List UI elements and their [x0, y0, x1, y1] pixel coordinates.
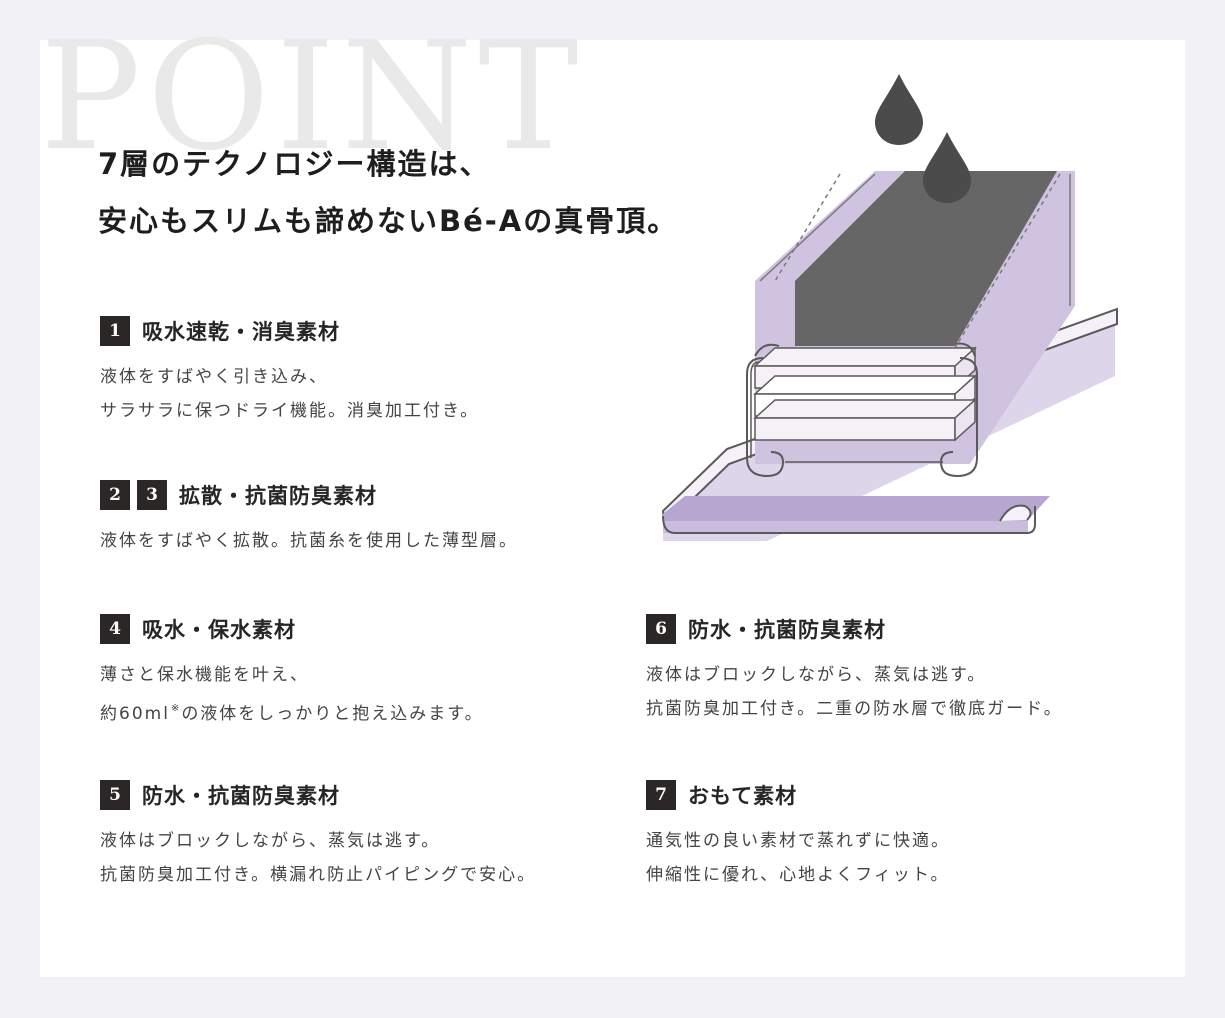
feature-description: 液体をすばやく拡散。抗菌糸を使用した薄型層。 [100, 531, 518, 551]
feature-title: おもて素材 [688, 784, 798, 808]
headline: 7層のテクノロジー構造は、 安心もスリムも諦めないBé-Aの真骨頂。 [98, 136, 678, 250]
point-watermark: POINT [40, 10, 585, 184]
feature-title: 吸水速乾・消臭素材 [142, 320, 340, 344]
feature-title: 防水・抗菌防臭素材 [142, 784, 340, 808]
footnote-mark: ※ [170, 703, 182, 714]
feature-title: 吸水・保水素材 [142, 618, 296, 642]
feature-4: 4 吸水・保水素材 薄さと保水機能を叶え、 約60ml※の液体をしっかりと抱え込… [100, 614, 484, 731]
number-badge: 7 [646, 780, 676, 810]
feature-description: 液体をすばやく引き込み、 サラサラに保つドライ機能。消臭加工付き。 [100, 367, 480, 421]
water-drop-icon [923, 132, 971, 203]
feature-description: 液体はブロックしながら、蒸気は逃す。 抗菌防臭加工付き。横漏れ防止パイピングで安… [100, 831, 537, 885]
feature-7: 7 おもて素材 通気性の良い素材で蒸れずに快適。 伸縮性に優れ、心地よくフィット… [646, 780, 950, 892]
number-badge: 5 [100, 780, 130, 810]
feature-title: 防水・抗菌防臭素材 [688, 618, 886, 642]
feature-6: 6 防水・抗菌防臭素材 液体はブロックしながら、蒸気は逃す。 抗菌防臭加工付き。… [646, 614, 1063, 726]
number-badge: 2 [100, 480, 130, 510]
number-badge: 1 [100, 316, 130, 346]
number-badge: 4 [100, 614, 130, 644]
stacked-layers [753, 346, 977, 442]
feature-description: 薄さと保水機能を叶え、 約60ml※の液体をしっかりと抱え込みます。 [100, 665, 484, 724]
bottom-piping [663, 496, 1050, 521]
feature-description: 通気性の良い素材で蒸れずに快適。 伸縮性に優れ、心地よくフィット。 [646, 831, 950, 885]
number-badge: 6 [646, 614, 676, 644]
feature-title: 拡散・抗菌防臭素材 [179, 484, 377, 508]
gray-top-layer [795, 171, 1057, 346]
feature-2-3: 2 3 拡散・抗菌防臭素材 液体をすばやく拡散。抗菌糸を使用した薄型層。 [100, 480, 518, 558]
feature-5: 5 防水・抗菌防臭素材 液体はブロックしながら、蒸気は逃す。 抗菌防臭加工付き。… [100, 780, 536, 892]
feature-1: 1 吸水速乾・消臭素材 液体をすばやく引き込み、 サラサラに保つドライ機能。消臭… [100, 316, 479, 428]
number-badge: 3 [137, 480, 167, 510]
headline-line-2: 安心もスリムも諦めないBé-Aの真骨頂。 [98, 204, 679, 238]
bottom-edge [663, 521, 1028, 533]
layer-structure-illustration [661, 74, 1118, 541]
headline-line-1: 7層のテクノロジー構造は、 [98, 147, 491, 181]
feature-description: 液体はブロックしながら、蒸気は逃す。 抗菌防臭加工付き。二重の防水層で徹底ガード… [646, 665, 1063, 719]
water-drop-icon [875, 74, 923, 145]
